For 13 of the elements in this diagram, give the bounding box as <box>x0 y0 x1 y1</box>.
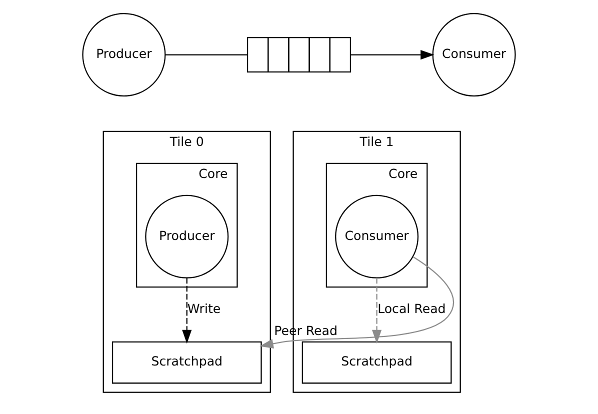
node-box: Scratchpad <box>112 340 262 384</box>
edge-label: Write <box>187 300 221 316</box>
node-circle: Consumer <box>432 12 516 96</box>
node-box: Scratchpad <box>302 340 452 384</box>
arrow <box>372 277 382 344</box>
arrow <box>182 277 192 344</box>
arrow <box>260 256 454 348</box>
node-circle: Producer <box>82 12 166 96</box>
connector <box>165 54 248 55</box>
edge-label: Local Read <box>378 300 446 316</box>
arrow <box>350 49 434 60</box>
node-circle: Consumer <box>335 194 419 278</box>
node-circle: Producer <box>145 194 229 278</box>
